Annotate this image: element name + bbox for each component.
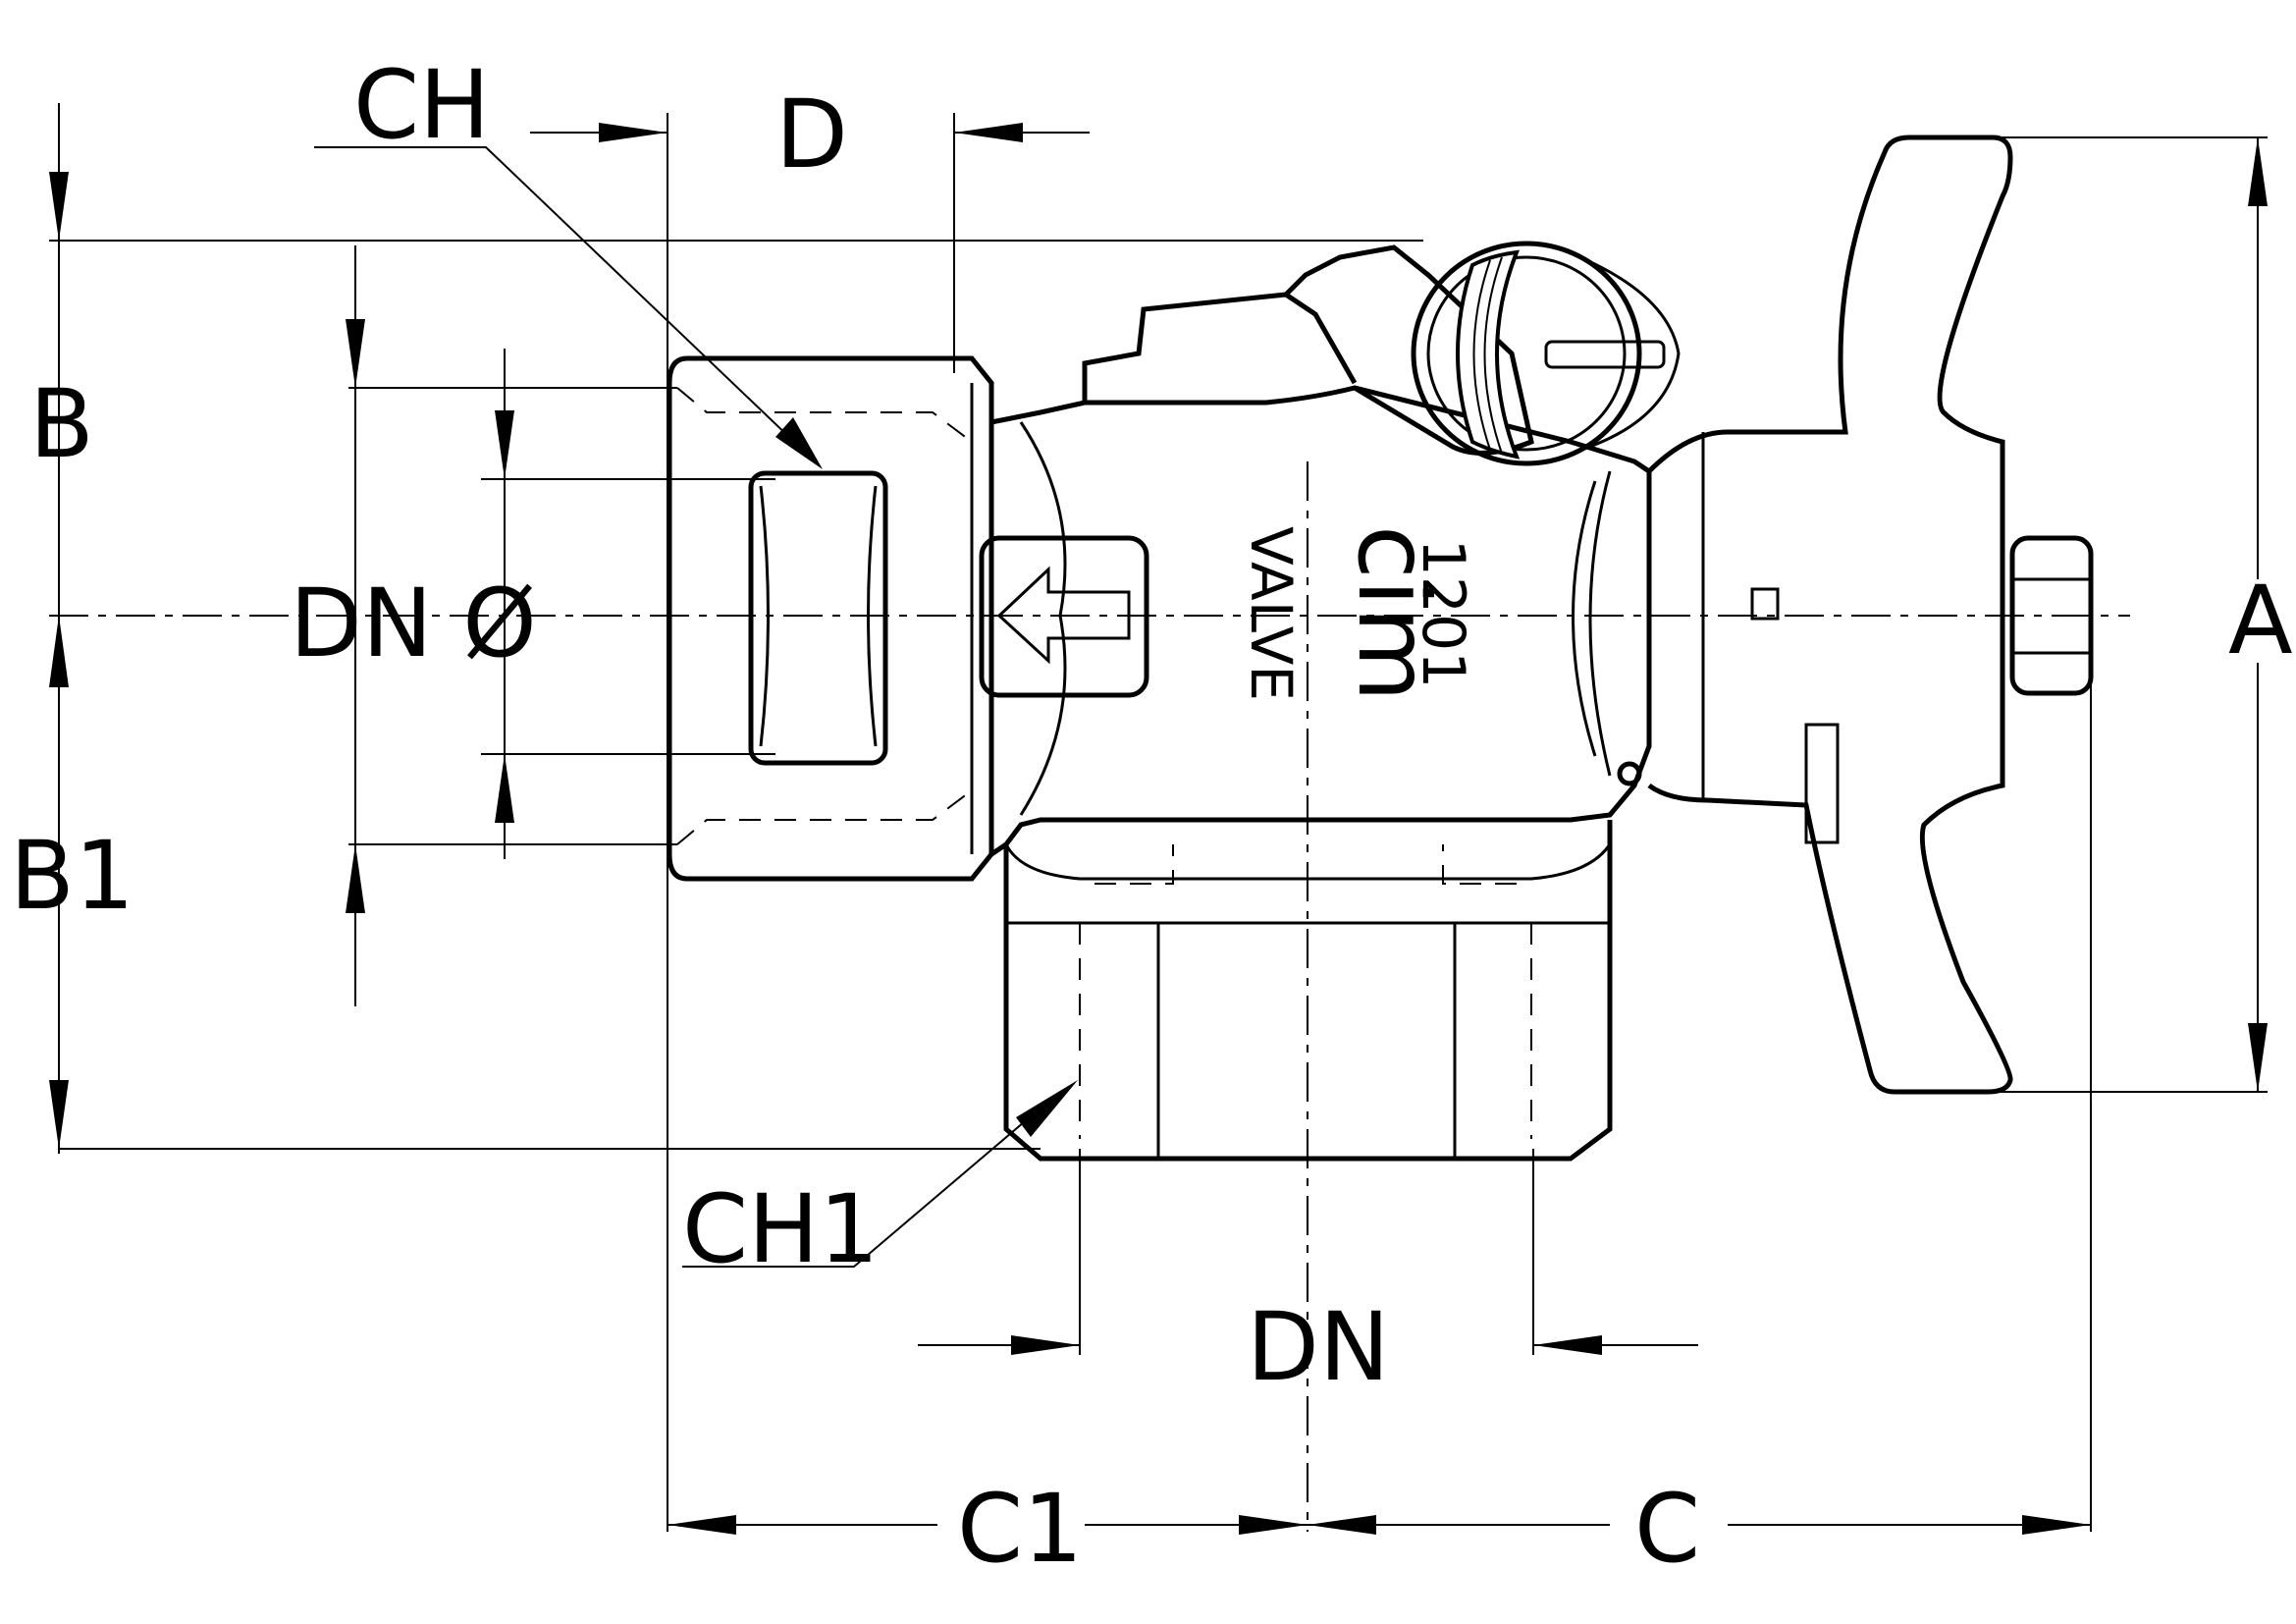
left-hex-hidden-thread xyxy=(676,387,973,845)
knurled-ring xyxy=(1456,249,1521,460)
valve-main-body xyxy=(989,385,1652,857)
label-dn-dia: DN Ø xyxy=(290,568,537,678)
handle-nut xyxy=(2009,535,2094,696)
upper-cap xyxy=(1082,241,1681,466)
label-a: A xyxy=(2228,566,2293,676)
label-ch: CH xyxy=(353,50,490,160)
label-b: B xyxy=(29,369,94,479)
label-ch1: CH1 xyxy=(682,1174,879,1284)
body-markings: 1201 cim VALVE xyxy=(1238,525,1477,702)
marking-brand: cim xyxy=(1336,525,1451,702)
label-c1: C1 xyxy=(957,1474,1083,1584)
center-lines xyxy=(49,461,2130,1532)
bottom-hex-hidden-thread xyxy=(1079,844,1532,1139)
left-hex-nut xyxy=(667,355,994,882)
label-d: D xyxy=(775,80,848,189)
dimension-lines xyxy=(58,103,2259,1526)
rivet xyxy=(1617,761,1642,786)
flow-arrow-lug xyxy=(979,535,1149,698)
label-c: C xyxy=(1634,1474,1700,1584)
dimension-arrows xyxy=(49,123,2268,1535)
bottom-hex-nut xyxy=(1003,820,1613,1162)
label-dn: DN xyxy=(1247,1292,1390,1402)
marking-number: 1201 xyxy=(1409,539,1477,689)
label-b1: B1 xyxy=(10,821,134,931)
handle-lever xyxy=(1647,135,2013,1095)
marking-word: VALVE xyxy=(1238,526,1305,701)
